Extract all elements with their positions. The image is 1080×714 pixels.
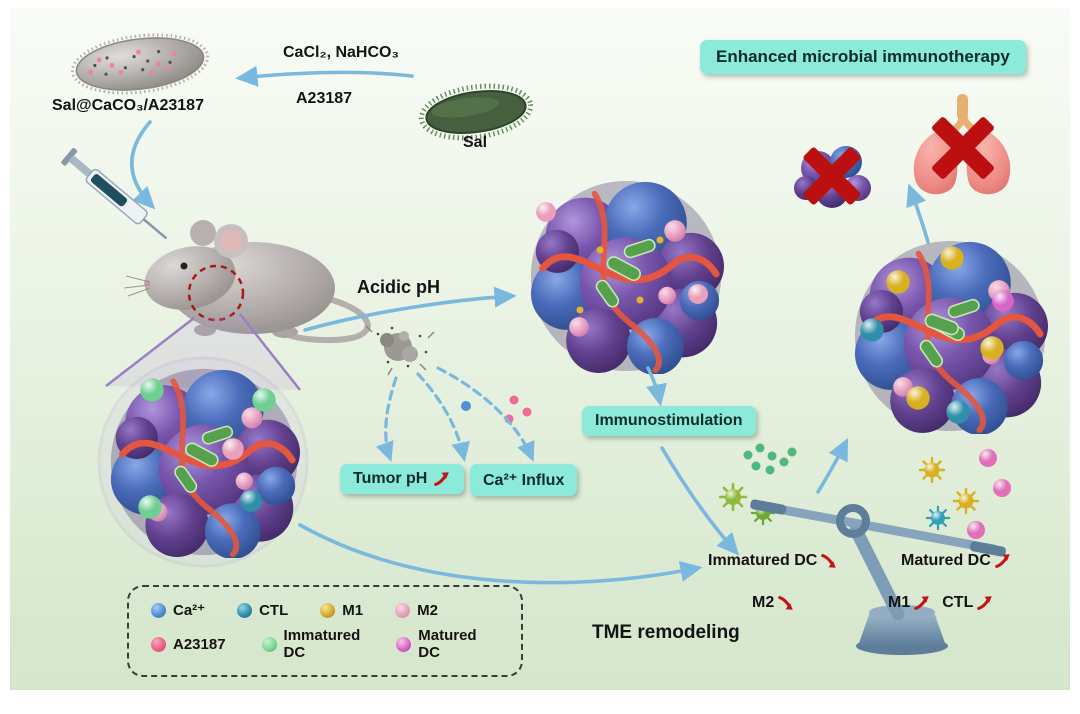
legend-label-immatured-dc: Immatured DC xyxy=(283,627,361,661)
arrow-dashed-tumor-ph xyxy=(375,376,398,462)
legend-label-ctl: CTL xyxy=(259,601,289,619)
red-up-arrow-icon xyxy=(914,596,929,610)
red-down-arrow-icon xyxy=(778,596,793,610)
product-nanoparticle xyxy=(70,33,210,95)
legend-label-m2: M2 xyxy=(417,601,438,619)
ca-influx-callout: Ca²⁺ Influx xyxy=(470,464,578,496)
legend-item-m2: M2 xyxy=(395,602,438,619)
degrading-particle xyxy=(365,325,435,376)
ca-influx-label: Ca²⁺ Influx xyxy=(483,472,565,489)
m1-ctl-label-group: M1 CTL xyxy=(888,594,994,612)
matured-dc-label-group: Matured DC xyxy=(901,552,1012,570)
tumor-cross-icon xyxy=(803,147,861,205)
m1-label: M1 xyxy=(888,594,911,611)
balance-scale xyxy=(750,499,1006,655)
immatured-dc-label: Immatured DC xyxy=(708,552,818,569)
legend-item-ca: Ca²⁺ xyxy=(151,601,205,619)
reagents-label-line1: CaCl₂, NaHCO₃ xyxy=(283,44,399,61)
red-up-arrow-icon xyxy=(977,596,993,610)
ctl-cell-icon xyxy=(237,602,253,618)
legend-label-m1: M1 xyxy=(342,601,364,619)
arrow-immuno-to-scale xyxy=(660,446,740,556)
legend-item-ctl: CTL xyxy=(237,602,288,619)
immatured-dc-icon xyxy=(261,636,277,652)
a23187-icon xyxy=(151,636,166,652)
legend-label-ca: Ca²⁺ xyxy=(173,602,206,619)
arrow-tumor-to-outcome xyxy=(906,183,930,244)
legend-box: Ca²⁺ CTL M1 M2 A23187 Immatured DC Matur… xyxy=(127,585,523,677)
red-up-arrow-icon xyxy=(994,554,1010,568)
sal-bacterium xyxy=(418,83,534,141)
m1-macrophage-icon xyxy=(320,602,336,618)
released-ions xyxy=(461,395,532,424)
arrow-dashed-ca-influx xyxy=(436,366,535,462)
ca-ion-icon xyxy=(151,602,166,618)
arrow-scale-to-tumor xyxy=(816,437,849,494)
tumor-ph-label: Tumor pH xyxy=(353,470,428,487)
legend-item-a23187: A23187 xyxy=(151,636,226,653)
m2-macrophage-icon xyxy=(395,602,411,618)
tme-remodeling-label: TME remodeling xyxy=(592,622,740,643)
syringe-icon xyxy=(61,148,168,240)
outcome-banner-label: Enhanced microbial immunotherapy xyxy=(716,47,1010,66)
immatured-dc-label-group: Immatured DC xyxy=(708,552,838,570)
legend-label-matured-dc: Matured DC xyxy=(418,627,477,661)
legend-item-matured-dc: Matured DC xyxy=(396,627,477,661)
tumor-cluster-right xyxy=(855,241,1048,435)
immunostimulation-label: Immunostimulation xyxy=(595,412,743,429)
tumor-ph-callout: Tumor pH xyxy=(340,464,465,494)
ctl-label: CTL xyxy=(942,594,974,611)
red-up-arrow-icon xyxy=(434,472,450,486)
matured-dc-icon xyxy=(396,636,412,652)
m2-label: M2 xyxy=(752,594,775,611)
legend-item-immatured-dc: Immatured DC xyxy=(261,627,361,661)
arrow-dashed-middle xyxy=(416,372,470,463)
legend-row-2: A23187 Immatured DC Matured DC xyxy=(151,627,499,661)
red-down-arrow-icon xyxy=(821,554,837,568)
arrow-product-to-mouse xyxy=(130,120,156,210)
metastasis-cross-icon xyxy=(932,117,994,179)
outcome-banner: Enhanced microbial immunotherapy xyxy=(700,40,1026,74)
legend-row-1: Ca²⁺ CTL M1 M2 xyxy=(151,601,499,619)
m2-label-group: M2 xyxy=(752,594,795,612)
arrow-acidic-ph xyxy=(303,286,517,332)
immune-cell-dots-left xyxy=(743,443,797,475)
product-label: Sal@CaCO₃/A23187 xyxy=(52,97,204,114)
tumor-cluster-center xyxy=(531,181,724,375)
arrow-synthesis xyxy=(235,65,414,87)
legend-item-m1: M1 xyxy=(320,602,363,619)
arrow-to-immunostimulation xyxy=(646,366,667,407)
sal-label: Sal xyxy=(463,134,488,151)
immunostimulation-callout: Immunostimulation xyxy=(582,406,756,436)
legend-label-a23187: A23187 xyxy=(173,635,226,653)
acidic-ph-label: Acidic pH xyxy=(357,277,441,297)
reagents-label-line2: A23187 xyxy=(296,90,353,107)
arrow-tumor-to-scale xyxy=(298,523,703,585)
matured-dc-label: Matured DC xyxy=(901,552,991,569)
mouse xyxy=(123,220,371,344)
injection-site-circle xyxy=(187,264,245,322)
